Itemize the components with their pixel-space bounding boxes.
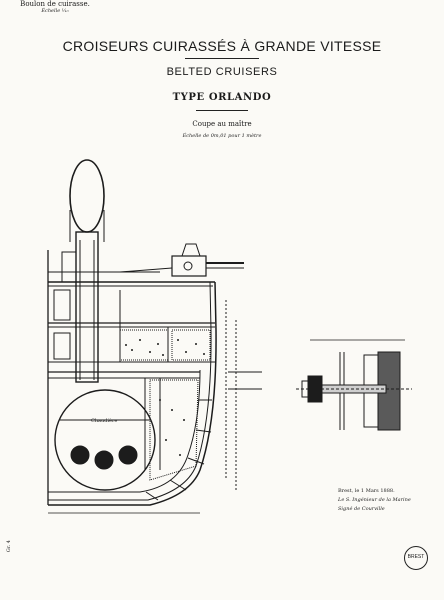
drawing-title: CROISEURS CUIRASSÉS À GRANDE VITESSE [62, 38, 382, 54]
stamp-text: BREST [407, 554, 425, 560]
type-rule [196, 110, 248, 111]
ship-type: TYPE ORLANDO [172, 92, 272, 103]
margin-note: Gr. 4 [6, 540, 12, 553]
scale-note: Échelle de 0m,01 pour 1 mètre [182, 133, 262, 139]
drawing-subtitle: BELTED CRUISERS [166, 66, 278, 78]
title-rule [185, 58, 259, 59]
boiler-label: Chaudière [91, 418, 118, 424]
signature-name: Signé de Courville [338, 506, 385, 512]
detail-title: Boulon de cuirasse. [20, 0, 90, 8]
archive-stamp: BREST [404, 546, 428, 570]
section-view-label: Coupe au maître [192, 120, 252, 128]
signature-date: Brest, le 1 Mars 1888. [338, 488, 395, 494]
signature-title: Le S. Ingénieur de la Marine [338, 497, 411, 503]
detail-scale: Échelle ⅒ [41, 8, 69, 14]
